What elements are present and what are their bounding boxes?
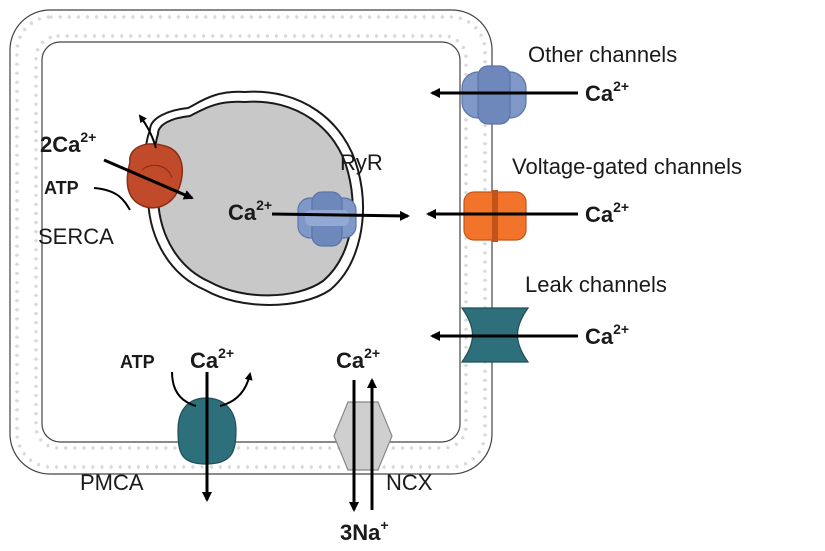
flux-arrows [103, 88, 578, 512]
pmca-label: PMCA [80, 470, 144, 495]
ion-label-voltage-gated: Ca2+ [585, 199, 629, 227]
ion-charge: 2+ [256, 197, 272, 213]
pmca-adp-arrow [219, 372, 253, 407]
svg-text:2Ca2+: 2Ca2+ [40, 129, 96, 157]
ion-base: Ca [228, 200, 257, 225]
voltage-gated-channel [463, 190, 527, 242]
atp-label-pmca: ATP [120, 352, 155, 372]
ncx-exchanger [333, 401, 393, 471]
ion-base: Ca [585, 324, 614, 349]
other-channel [461, 65, 527, 125]
leak-channels-label: Leak channels [525, 272, 667, 297]
ion-label-other-channels: Ca2+ [585, 78, 629, 106]
ion-base: Ca [585, 81, 614, 106]
ion-charge: 2+ [364, 345, 380, 361]
svg-text:Ca2+: Ca2+ [585, 199, 629, 227]
ion-label-pmca: Ca2+ [190, 345, 234, 373]
ion-charge: 2+ [218, 345, 234, 361]
serca-adp-arrow [138, 114, 157, 149]
ion-charge: 2+ [613, 199, 629, 215]
pmca-atp-arrow [171, 371, 197, 407]
ion-charge: 2+ [80, 129, 96, 145]
ncx-label: NCX [386, 470, 433, 495]
serca-uptake-arrow [103, 158, 194, 200]
ion-label-sr-lumen: Ca2+ [228, 197, 272, 225]
svg-text:Ca2+: Ca2+ [190, 345, 234, 373]
svg-text:Ca2+: Ca2+ [228, 197, 272, 225]
ion-label-ncx-na: 3Na+ [340, 517, 389, 545]
ion-base: Ca [190, 348, 219, 373]
ion-charge: + [380, 517, 388, 533]
atp-arrows [93, 114, 253, 407]
ion-base: Ca [336, 348, 365, 373]
ryr-label: RyR [340, 150, 383, 175]
ion-label-ncx-ca: Ca2+ [336, 345, 380, 373]
voltage-gated-channels-label: Voltage-gated channels [512, 154, 742, 179]
svg-text:3Na+: 3Na+ [340, 517, 389, 545]
ryr-receptor [297, 191, 357, 247]
serca-pump [126, 143, 184, 209]
ryr-release-arrow [271, 210, 410, 221]
svg-text:Ca2+: Ca2+ [585, 321, 629, 349]
serca-label: SERCA [38, 224, 114, 249]
other-channels-label: Other channels [528, 42, 677, 67]
ion-base: 2Ca [40, 132, 81, 157]
ion-label-leak-channels: Ca2+ [585, 321, 629, 349]
atp-label-serca: ATP [44, 178, 79, 198]
serca-atp-arrow [93, 187, 131, 211]
ion-charge: 2+ [613, 321, 629, 337]
ion-label-serca: 2Ca2+ [40, 129, 96, 157]
ion-base: 3Na [340, 520, 381, 545]
ion-charge: 2+ [613, 78, 629, 94]
svg-text:Ca2+: Ca2+ [585, 78, 629, 106]
sarcoplasmic-reticulum [144, 90, 364, 306]
ion-base: Ca [585, 202, 614, 227]
svg-text:Ca2+: Ca2+ [336, 345, 380, 373]
